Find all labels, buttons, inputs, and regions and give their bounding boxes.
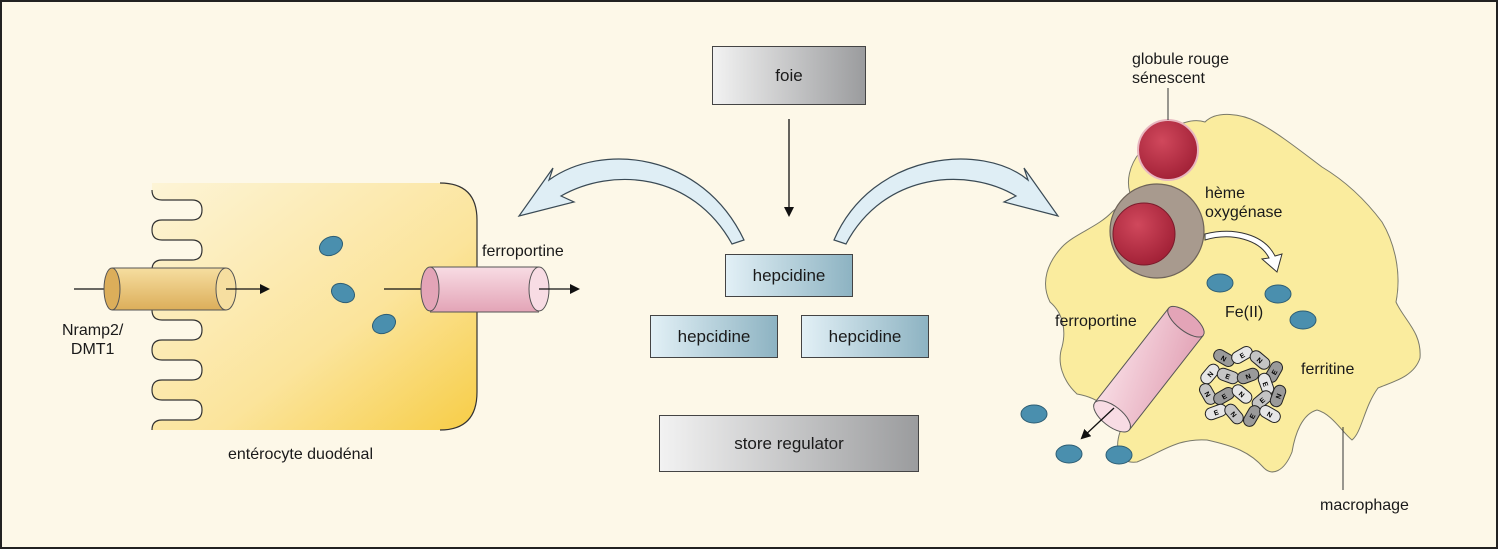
ferritin-subunit-letter: E bbox=[1271, 369, 1280, 377]
nramp2-dmt1-channel bbox=[74, 267, 270, 311]
ferritin-subunit: N bbox=[1269, 384, 1287, 408]
phagocytosed-red-cell bbox=[1112, 202, 1176, 266]
ferritin-subunit: N bbox=[1199, 383, 1217, 405]
ferritin-subunit-letter: N bbox=[1207, 371, 1216, 379]
ferritin-subunit-letter: E bbox=[1213, 409, 1220, 417]
ferritin-subunit-letter: N bbox=[1202, 391, 1211, 399]
hepcidin-box-top: hepcidine bbox=[725, 254, 853, 297]
iron-dot bbox=[330, 282, 356, 304]
liver-box: foie bbox=[712, 46, 866, 105]
ferritin-subunit-letter: N bbox=[1219, 355, 1227, 364]
iron-dot bbox=[1055, 444, 1083, 464]
ferritin-subunit: E bbox=[1216, 367, 1240, 385]
iron-dot bbox=[1264, 284, 1292, 304]
iron-dot bbox=[1289, 310, 1317, 330]
hepcidin-box-right: hepcidine bbox=[801, 315, 929, 358]
ferritin-subunit-letter: N bbox=[1245, 373, 1252, 381]
nramp2-dmt1-label: Nramp2/ DMT1 bbox=[62, 322, 124, 358]
ferritin-subunit: N bbox=[1249, 350, 1271, 370]
macrophage-ferroportin-label: ferroportine bbox=[1055, 313, 1137, 330]
heme-oxygenase-arrow bbox=[1204, 230, 1283, 273]
ferritin-subunit: E bbox=[1243, 405, 1261, 427]
macrophage-iron-dots bbox=[1020, 273, 1317, 465]
enterocyte-name-label: entérocyte duodénal bbox=[228, 446, 373, 463]
heme-oxygenase-label: hème oxygénase bbox=[1205, 185, 1283, 221]
ferritin-subunit-letter: E bbox=[1259, 397, 1267, 406]
ferritin-subunit-letter: N bbox=[1275, 393, 1283, 400]
senescent-red-cell bbox=[1137, 119, 1199, 181]
ferritin-subunit: N bbox=[1259, 405, 1281, 423]
ferritin-subunit: N bbox=[1236, 367, 1260, 385]
ferritin-subunit: N bbox=[1224, 403, 1244, 425]
ferritin-subunit-letter: E bbox=[1249, 413, 1258, 421]
ferritin-subunit: E bbox=[1257, 372, 1275, 396]
ferritin-subunit-letter: N bbox=[1265, 411, 1273, 420]
hepcidin-to-enterocyte-arrow bbox=[517, 158, 745, 245]
ferritin-subunit: E bbox=[1231, 346, 1253, 364]
hepcidin-to-macrophage-arrow bbox=[833, 158, 1060, 245]
iron-dot bbox=[1020, 404, 1048, 424]
macrophage-ferroportin-channel bbox=[1093, 305, 1205, 433]
enterocyte-iron-dots bbox=[318, 235, 397, 335]
ferritin-subunit: N bbox=[1200, 363, 1220, 385]
ferritin-subunit-letter: N bbox=[1255, 357, 1263, 366]
ferritin-subunit-letter: E bbox=[1239, 352, 1247, 361]
enterocyte-ferroportin-channel bbox=[384, 266, 580, 313]
iron-dot bbox=[318, 235, 344, 257]
macrophage-label: macrophage bbox=[1320, 497, 1409, 514]
ferritin-subunit-letter: N bbox=[1237, 391, 1245, 400]
hepcidin-box-left: hepcidine bbox=[650, 315, 778, 358]
iron-dot bbox=[1105, 445, 1133, 465]
iron-dot bbox=[1206, 273, 1234, 293]
store-regulator-box: store regulator bbox=[659, 415, 919, 472]
ferritin-subunit-letter: E bbox=[1261, 381, 1269, 388]
ferritin-subunit-letter: E bbox=[1221, 393, 1229, 402]
enterocyte-ferroportin-label: ferroportine bbox=[482, 243, 564, 260]
ferritin-subunit-letter: E bbox=[1224, 373, 1231, 381]
senescent-red-cell-label: globule rouge sénescent bbox=[1132, 51, 1229, 87]
ferritin-subunit-letter: N bbox=[1229, 411, 1238, 419]
enterocyte-body bbox=[152, 183, 477, 430]
ferritin-label: ferritine bbox=[1301, 361, 1355, 378]
macrophage-export-arrow bbox=[1080, 407, 1115, 440]
ferritin-subunit: N bbox=[1231, 384, 1253, 404]
ferritin-subunit: N bbox=[1213, 349, 1235, 367]
iron-dot bbox=[371, 313, 397, 335]
fe-ii-label: Fe(II) bbox=[1225, 304, 1264, 321]
